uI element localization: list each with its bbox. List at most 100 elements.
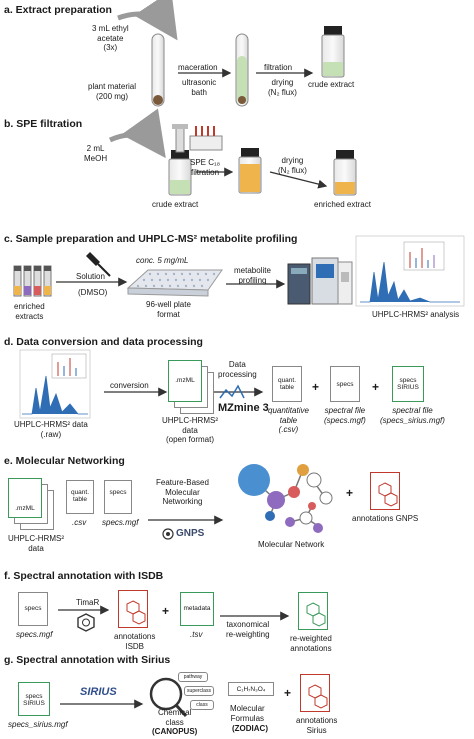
canopus-label: (CANOPUS)	[152, 727, 198, 736]
hexagon-molecule-icon	[77, 613, 95, 632]
tsv-label: .tsv	[190, 630, 203, 639]
plus-sign: +	[346, 486, 354, 500]
formula-box: C₁H₇N₃O₄	[228, 682, 274, 696]
plus-sign: +	[284, 686, 292, 700]
specs-document-icon: specs	[330, 366, 360, 402]
annotations-gnps-label: annotations GNPS	[352, 514, 419, 523]
section-title-e: e. Molecular Networking	[4, 455, 125, 467]
specs-document-icon: specs	[18, 592, 48, 626]
dmso-label: (DMSO)	[78, 288, 108, 297]
test-tube-icon	[235, 33, 249, 107]
specs-mgf-label: specs.mgf	[102, 518, 139, 527]
sirius-logo-text: SIRIUS	[80, 686, 117, 698]
vial-icon	[168, 150, 192, 196]
gnps-logo-icon	[162, 528, 174, 540]
hexagon-molecule-icon	[308, 684, 328, 709]
formula-text: C₁H₇N₃O₄	[236, 686, 266, 693]
timar-label: TimaR	[76, 598, 100, 607]
section-title-b: b. SPE filtration	[4, 118, 83, 130]
annotations-isdb-document-icon	[118, 590, 148, 628]
annotations-gnps-document-icon	[370, 472, 400, 510]
pathway-card: pathway	[178, 672, 208, 682]
hexagon-molecule-icon	[126, 600, 146, 625]
annotations-sirius-document-icon	[300, 674, 330, 712]
pipette-icon	[86, 252, 111, 277]
vial-icon	[238, 148, 262, 194]
quant-doc-text: quant.table	[70, 489, 90, 503]
specs-document-icon: specs	[104, 480, 132, 514]
drying-label: drying(N₂ flux)	[268, 78, 297, 97]
concentration-label: conc. 5 mg/mL	[136, 256, 189, 265]
quant-table-document-icon: quant.table	[272, 366, 302, 402]
section-e-graphics	[148, 464, 333, 540]
quant-doc-text: quant.table	[277, 377, 297, 391]
plant-material-label: plant material(200 mg)	[88, 82, 137, 101]
plus-sign: +	[372, 380, 380, 394]
section-a-graphics	[117, 0, 345, 107]
mzmine-logo-text: MZmine 3	[218, 402, 269, 414]
enriched-extract-label: enriched extract	[314, 200, 371, 209]
section-g-graphics	[60, 677, 188, 718]
csv-label: .csv	[72, 518, 87, 527]
network-icon	[238, 464, 333, 533]
zodiac-label: (ZODIAC)	[232, 724, 268, 733]
spectrum-icon	[19, 349, 91, 419]
metadata-doc-text: metadata	[183, 605, 211, 612]
metadata-document-icon: metadata	[180, 592, 214, 626]
crude-extract-label: crude extract	[308, 80, 355, 89]
test-tube-icon	[151, 33, 165, 107]
well-plate-icon	[126, 269, 223, 297]
mzml-document-icon: .mzML	[8, 478, 42, 518]
specs-doc-text: specs	[24, 605, 42, 612]
spectral-file-sirius-label: spectral file(specs_sirius.mgf)	[380, 406, 445, 425]
section-title-f: f. Spectral annotation with ISDB	[4, 570, 164, 582]
spectrum-icon	[355, 235, 465, 307]
section-b-graphics	[108, 108, 357, 196]
specs-doc-text: specs	[109, 489, 127, 496]
vial-icon	[333, 150, 357, 196]
class-card: class	[190, 700, 214, 710]
maceration-label: maceration	[178, 63, 218, 72]
spectral-file-label: spectral file(specs.mgf)	[324, 406, 366, 425]
plus-sign: +	[312, 380, 320, 394]
section-d-graphics	[19, 349, 264, 419]
hexagon-molecule-icon	[378, 482, 398, 507]
specs-mgf-label: specs.mgf	[16, 630, 53, 639]
section-title-g: g. Spectral annotation with Sirius	[4, 654, 171, 666]
specs-doc-text: specs	[336, 381, 354, 388]
mzmine-logo-icon	[219, 384, 245, 399]
mzml-doc-text: .mzML	[175, 377, 195, 384]
section-c-graphics	[13, 235, 465, 307]
sirius-logo-icon	[74, 688, 132, 700]
molecular-network-label: Molecular Network	[258, 540, 325, 549]
spe-cartridge-icon	[172, 124, 223, 153]
crude-extract-label: crude extract	[152, 200, 199, 209]
section-title-d: d. Data conversion and data processing	[4, 336, 203, 348]
vial-icon	[321, 26, 345, 78]
superclass-card: superclass	[184, 686, 214, 696]
specs-sirius-label: specs_sirius.mgf	[8, 720, 68, 729]
mzml-document-icon: .mzML	[168, 360, 202, 402]
conversion-label: conversion	[110, 381, 149, 390]
reweighted-annotations-document-icon	[298, 592, 328, 630]
gnps-logo-text: GNPS	[176, 528, 205, 539]
